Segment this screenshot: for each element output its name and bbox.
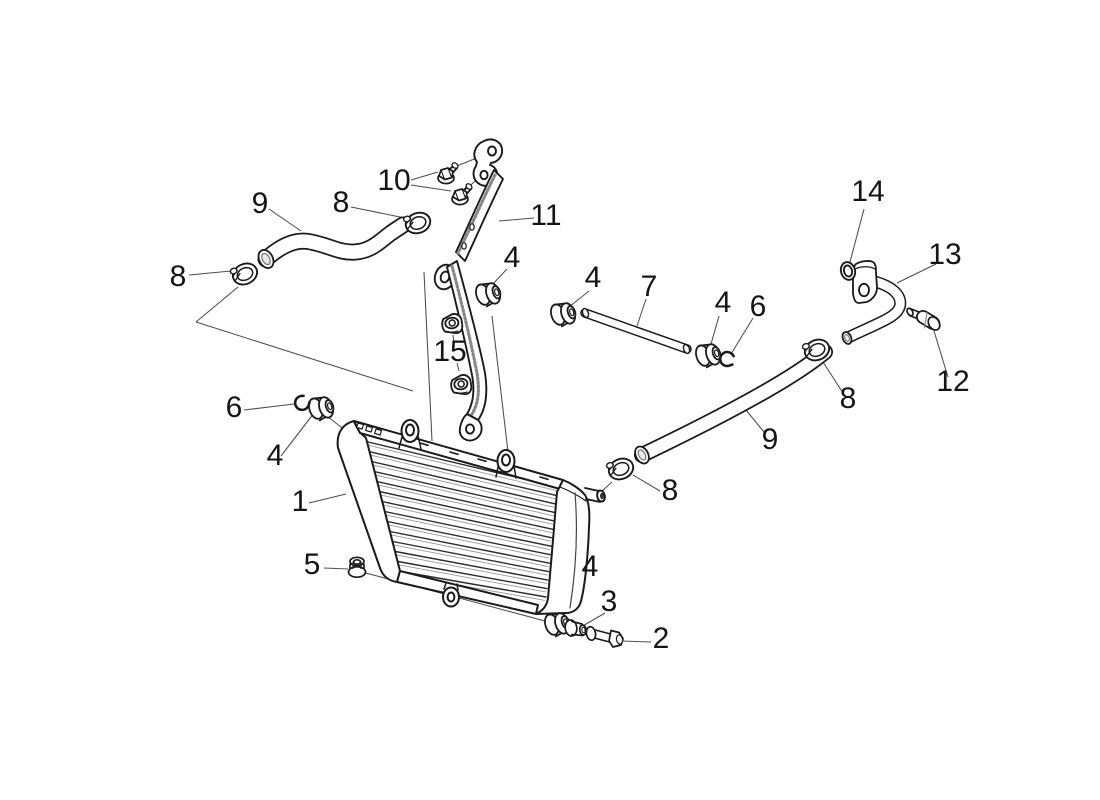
oil-cooler-radiator [336,419,606,615]
callout-labels: 9 8 10 8 11 4 4 7 4 6 14 13 12 8 9 8 6 4… [170,164,970,655]
callout-4-grommet-rod-right: 4 [715,286,732,319]
flange-nut [347,556,367,579]
clip-nut [448,373,474,397]
callout-11-bracket: 11 [530,199,561,232]
callout-6-circlip-left: 6 [226,391,243,424]
callout-4-grommet-bottom: 4 [582,550,599,583]
callout-9-hose-right: 9 [762,423,779,456]
oil-hose-right [634,344,833,465]
callout-4-grommet-left: 4 [267,439,284,472]
callout-4-grommet-bracket: 4 [504,241,521,274]
radiator-mount-tab-right [495,449,517,479]
radiator-fins [363,440,558,601]
oil-hose-left [257,216,412,269]
spacer-rod [580,307,692,355]
callout-1-radiator: 1 [292,485,309,518]
callout-8-clamp-top: 8 [333,186,350,219]
radiator-mount-tab-left [398,419,422,450]
clip-nut [439,312,465,336]
callout-2-bolt: 2 [653,622,670,655]
callout-8-clamp-pipe: 8 [840,382,857,415]
hose-open-end [634,445,650,465]
pipe-flange [852,260,878,304]
circlip [290,392,313,415]
rubber-grommet [305,392,338,424]
shoulder-washer [564,619,588,637]
pipe-bolt [906,307,941,331]
hose-clamp [401,208,435,238]
callout-15-clipnuts: 15 [433,335,466,368]
callout-14-gasket: 14 [851,175,884,208]
radiator-mount-tab-bottom [442,582,460,608]
hose-clamp [228,258,262,290]
callout-13-pipe: 13 [928,238,961,271]
callout-8-clamp-lower: 8 [662,474,679,507]
callout-5-nut: 5 [304,548,321,581]
callout-4-grommet-rod-left: 4 [585,261,602,294]
callout-10-bolts: 10 [377,164,410,197]
hose-open-end [257,249,275,269]
bracket-bolt [451,181,474,206]
circlip [717,349,736,369]
rubber-grommet [692,339,725,371]
rubber-grommet [472,278,505,310]
callout-8-clamp-left: 8 [170,260,187,293]
callout-6-circlip-right: 6 [750,290,767,323]
callout-12-bolt: 12 [936,365,969,398]
hose-clamp [604,453,638,484]
callout-9-hose-left: 9 [252,187,269,220]
pipe-gasket-ring [839,261,857,281]
radiator-outlet-nipple [584,487,606,503]
bracket-bolt [437,160,460,185]
callout-3-washer: 3 [601,585,618,618]
mount-bolt [585,625,624,648]
callout-7-rod: 7 [641,270,658,303]
